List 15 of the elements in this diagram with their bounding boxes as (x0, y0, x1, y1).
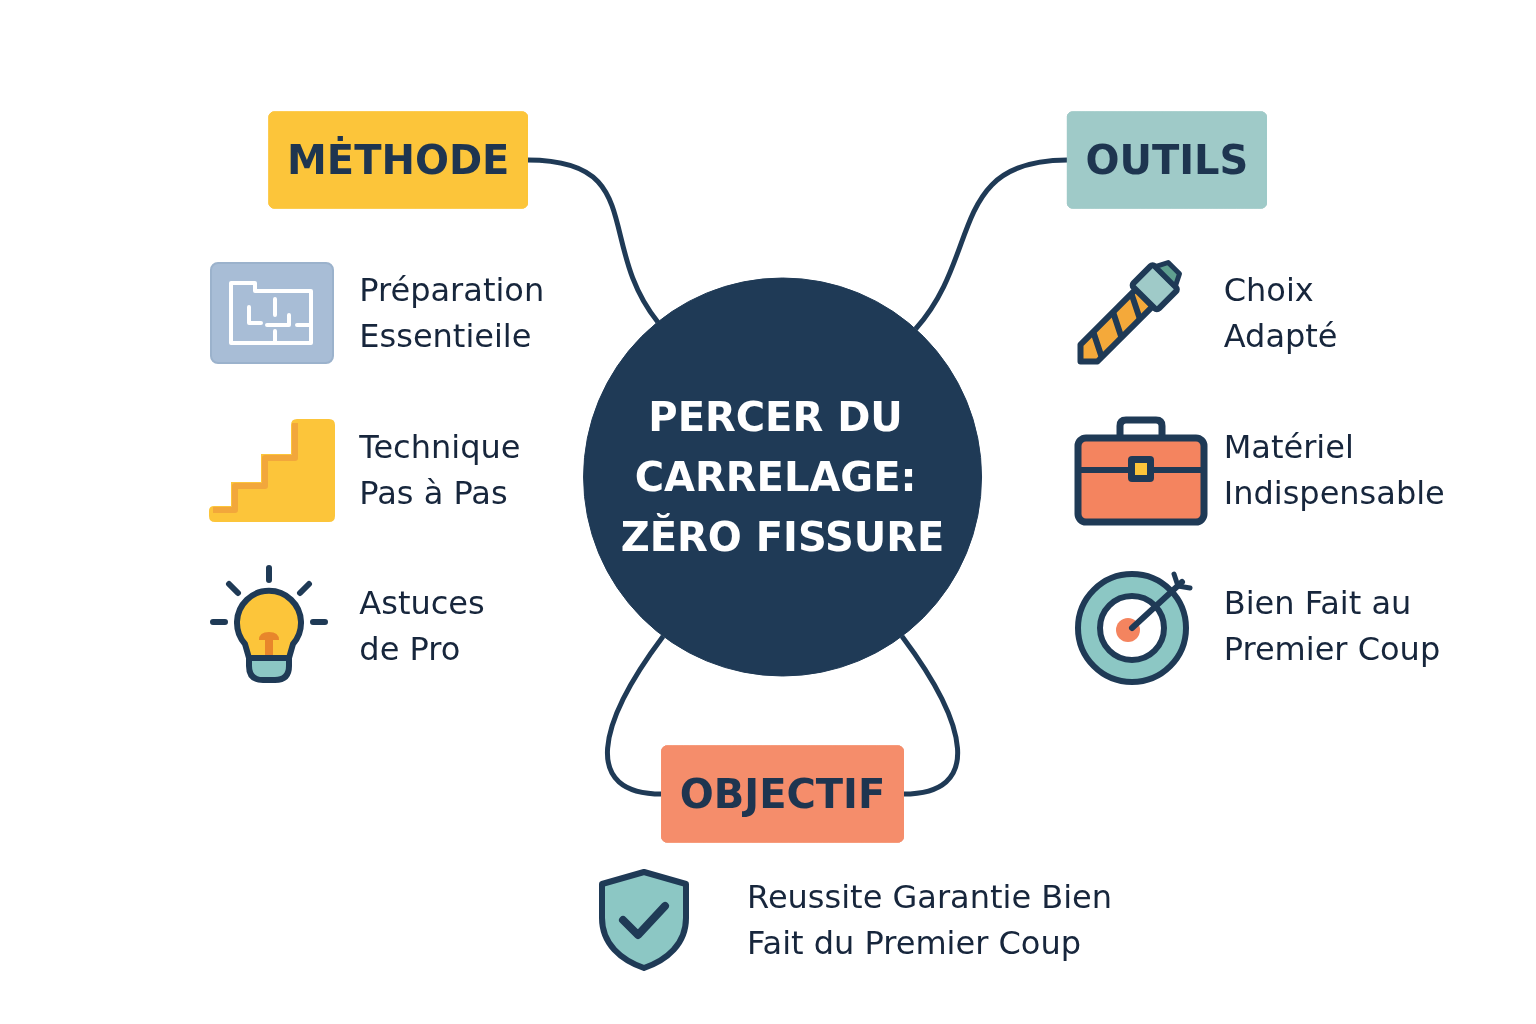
connector-line (605, 634, 666, 797)
subtopic-text: Préparation Essentieile (359, 269, 546, 357)
connector-line (913, 157, 1068, 331)
category-box: OBJECTIF (661, 745, 905, 843)
category-box: MĖTHODE (268, 111, 529, 209)
subtopic-text: Astuces de Pro (359, 582, 486, 670)
subtopic-text: Technique Pas à Pas (359, 426, 522, 514)
subtopic-text: Bien Fait au Premier Coup (1223, 582, 1442, 670)
subtopic-text: Matériel Indispensable (1223, 426, 1446, 514)
category-box: OUTILS (1067, 111, 1268, 209)
connector-line (527, 157, 661, 324)
subtopic-text: Choix Adapté (1223, 269, 1339, 357)
subtopic-text: Reussite Garantie Bien Fait du Premier Coup (747, 876, 1114, 964)
topic-circle: PERCER DU CARRELAGE: ZĔRO FISSURE (583, 277, 983, 677)
connector-line (900, 634, 961, 797)
